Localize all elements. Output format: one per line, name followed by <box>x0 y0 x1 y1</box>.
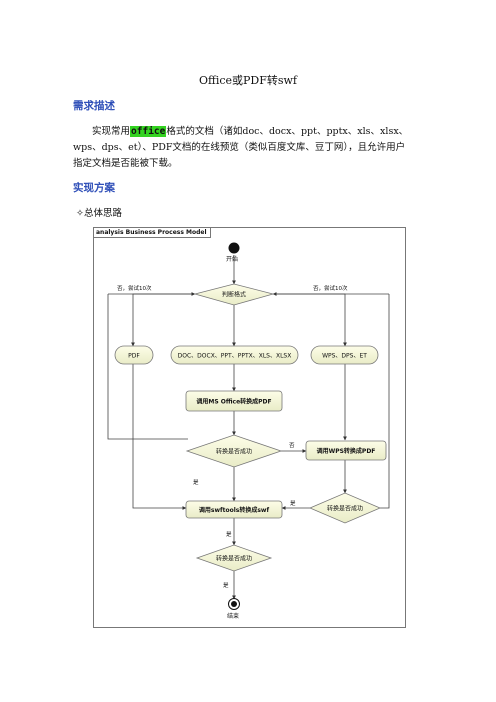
flowchart: 开始 判断格式 PDF DOC、DOCX、PPT、PPTX、XLS、XLSX W… <box>107 242 390 620</box>
edge-pdf-to-swftools <box>132 364 187 510</box>
highlighted-word: office <box>130 126 167 137</box>
end-node-inner <box>231 601 237 607</box>
decision-format-label: 判断格式 <box>222 291 246 299</box>
decision-format <box>193 283 275 306</box>
paragraph-line-2: wps、dps、et）、PDF文档的在线预览（类似百度文库、豆丁网），且允许用户 <box>73 142 406 153</box>
edge-format-to-wps <box>273 293 347 347</box>
section-heading-solution: 实现方案 <box>73 182 115 194</box>
bullet-item: ✧总体思路 <box>76 205 122 219</box>
label-yes-1: 是 <box>193 479 199 486</box>
paragraph-line-1: 实现常用office格式的文档（诸如doc、docx、ppt、pptx、xls、… <box>73 124 428 140</box>
document-title: Office或PDF转swf <box>198 74 297 87</box>
para-line1-rest: 格式的文档（诸如doc、docx、ppt、pptx、xls、xlsx、 <box>166 126 409 137</box>
para-prefix: 实现常用 <box>92 126 131 137</box>
node-doc <box>170 345 299 365</box>
node-pdf <box>114 345 154 365</box>
decision-success-2 <box>308 492 382 524</box>
edge-retry-left <box>107 294 188 440</box>
node-msoffice-label: 调用MS Office转换成PDF <box>196 398 271 406</box>
decision-success-3-label: 转换是否成功 <box>216 555 252 563</box>
node-doc-label: DOC、DOCX、PPT、PPTX、XLS、XLSX <box>178 353 292 360</box>
decision-success-1-label: 转换是否成功 <box>216 448 252 456</box>
bullet-text: 总体思路 <box>83 208 122 219</box>
edge-retry-right <box>358 294 390 509</box>
label-retry-right: 否，尝试10次 <box>313 284 348 292</box>
decision-success-3 <box>195 544 273 572</box>
diagram-frame-label: analysis Business Process Model <box>94 228 211 238</box>
start-label: 开始 <box>226 255 238 263</box>
label-no: 否 <box>289 442 295 449</box>
requirements-paragraph: 实现常用office格式的文档（诸如doc、docx、ppt、pptx、xls、… <box>73 124 428 172</box>
node-swftools-label: 调用swftools转换成swf <box>199 506 270 514</box>
node-swftools <box>185 500 283 519</box>
decision-success-2-label: 转换是否成功 <box>327 505 363 513</box>
decision-success-1 <box>185 434 283 468</box>
node-msoffice <box>185 390 283 412</box>
label-yes-4: 是 <box>223 582 229 589</box>
node-wps-label: WPS、DPS、ET <box>322 353 367 360</box>
diamond-bullet-icon: ✧ <box>76 208 84 219</box>
node-wps <box>310 345 379 365</box>
edge-format-to-pdf <box>131 293 195 347</box>
paragraph-line-3: 指定文档是否能被下载。 <box>73 158 178 169</box>
flowchart-edges <box>107 255 390 600</box>
node-pdf-label: PDF <box>128 353 140 360</box>
label-yes-3: 是 <box>226 531 232 538</box>
section-heading-requirements: 需求描述 <box>73 100 115 112</box>
node-wps-convert-label: 调用WPS转换成PDF <box>317 447 376 455</box>
node-wps-convert <box>305 440 387 461</box>
end-label: 结束 <box>227 612 239 620</box>
label-retry-left: 否，尝试10次 <box>117 284 152 292</box>
diagram-frame: analysis Business Process Model <box>93 227 406 628</box>
label-yes-2: 是 <box>290 500 296 507</box>
start-node <box>228 242 240 254</box>
